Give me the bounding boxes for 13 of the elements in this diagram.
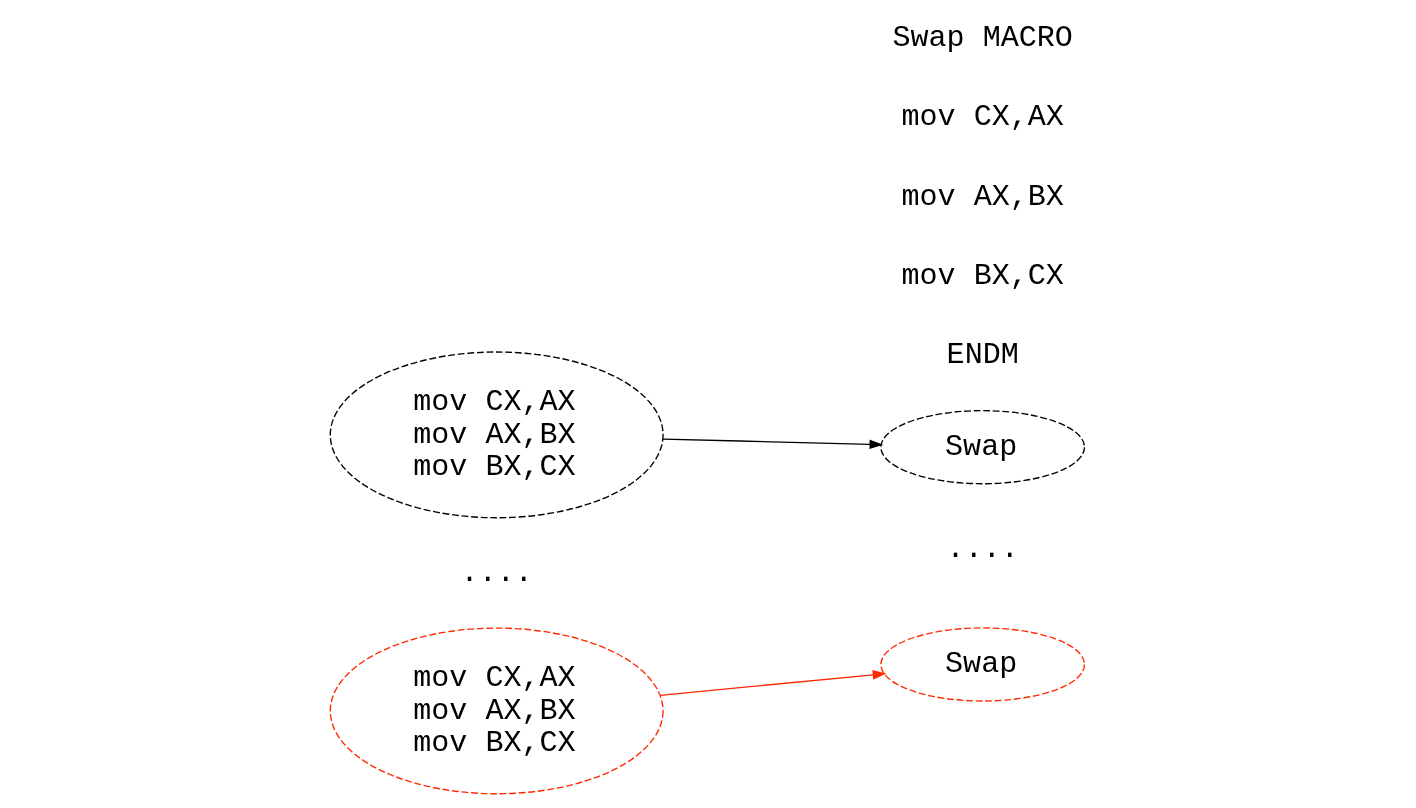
node-ellipse: mov CX,AX mov AX,BX mov BX,CX — [329, 627, 664, 795]
label: .... — [460, 555, 533, 590]
label: mov AX,BX — [901, 179, 1064, 214]
node-ellipse: mov CX,AX mov AX,BX mov BX,CX — [329, 351, 664, 519]
label: mov BX,CX — [901, 259, 1064, 293]
node-ellipse: Swap — [879, 409, 1085, 485]
label: mov CX,AX — [901, 100, 1064, 135]
arrow — [659, 670, 886, 696]
arrow — [661, 438, 883, 450]
label: Swap MACRO — [892, 21, 1073, 56]
label: ENDM — [946, 338, 1019, 373]
node-ellipse: Swap — [879, 627, 1085, 702]
label: .... — [946, 532, 1019, 567]
